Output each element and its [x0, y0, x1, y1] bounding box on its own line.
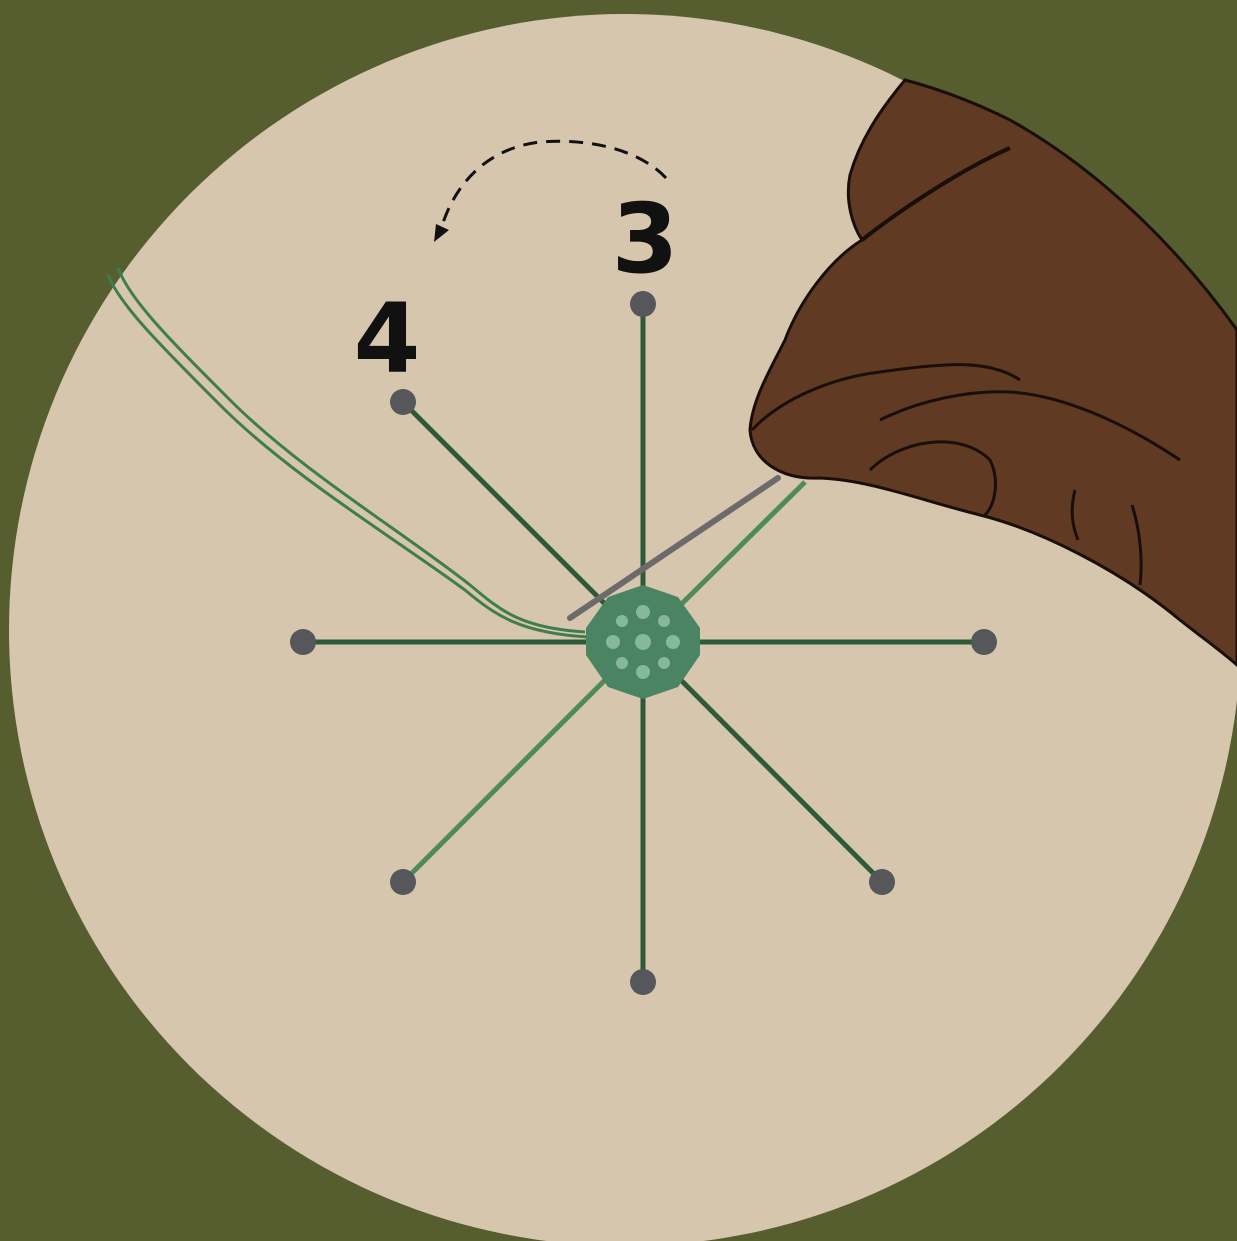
peg-3 — [630, 969, 656, 995]
peg-6 — [869, 869, 895, 895]
peg-4 — [290, 629, 316, 655]
peg-7 — [390, 869, 416, 895]
peg-2 — [971, 629, 997, 655]
step-3-label: 3 — [612, 183, 679, 295]
step-4-label: 4 — [354, 283, 421, 395]
